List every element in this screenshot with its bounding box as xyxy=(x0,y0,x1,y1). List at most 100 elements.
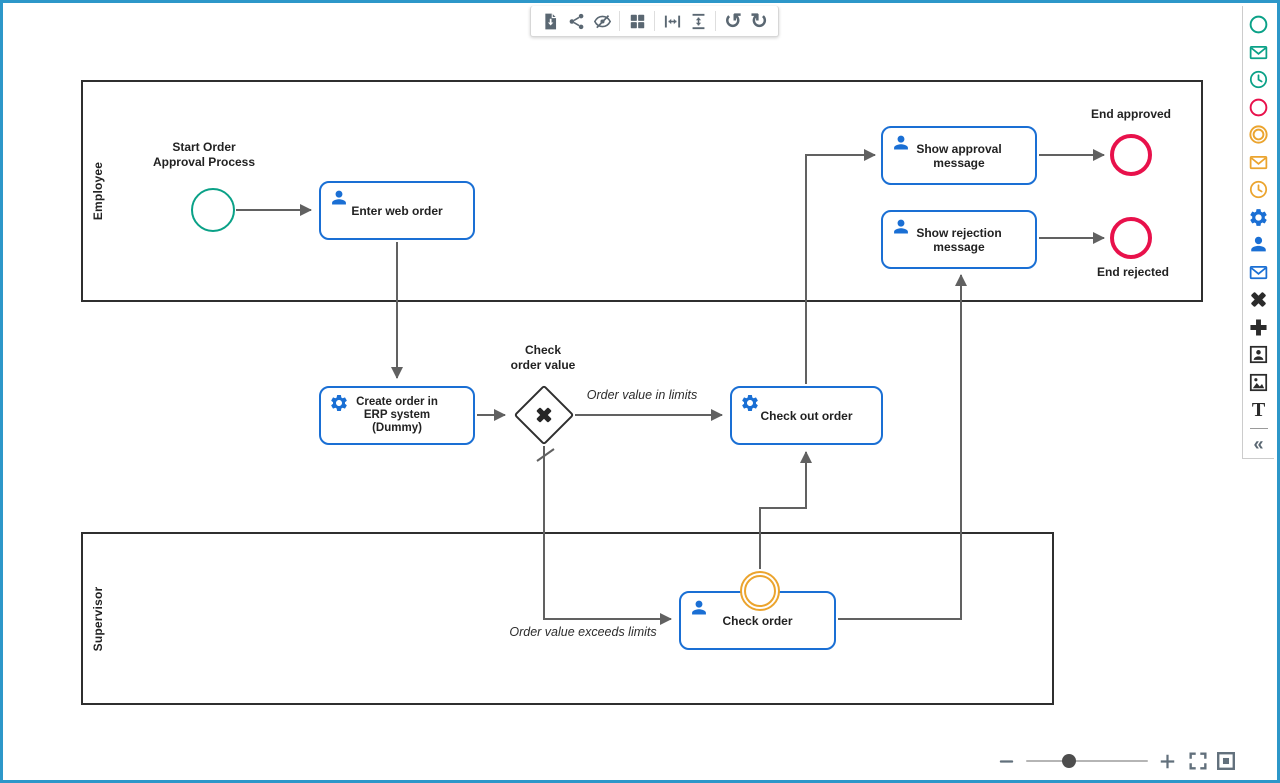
x-icon xyxy=(1248,289,1269,310)
envelope-icon xyxy=(1248,42,1269,63)
fit-height-icon xyxy=(689,12,708,31)
shape-palette: T « xyxy=(1242,6,1274,459)
lane-supervisor[interactable]: Supervisor xyxy=(81,532,1054,705)
lane-label: Employee xyxy=(91,161,105,221)
zoom-in-button[interactable] xyxy=(1158,752,1177,771)
hide-preview-button[interactable] xyxy=(589,8,615,34)
task-label: Check order xyxy=(722,613,793,628)
share-button[interactable] xyxy=(563,8,589,34)
plus-icon xyxy=(1248,317,1269,338)
palette-message-intermediate-event[interactable] xyxy=(1245,149,1273,177)
service-task-gear-icon xyxy=(329,393,349,418)
flow-boundary-to-check-out-order[interactable] xyxy=(759,451,812,569)
eye-off-icon xyxy=(593,12,612,31)
envelope-icon xyxy=(1248,152,1269,173)
palette-text-annotation[interactable]: T xyxy=(1245,396,1273,424)
portrait-icon xyxy=(1248,344,1269,365)
fit-width-icon xyxy=(663,12,682,31)
clock-icon xyxy=(1248,69,1269,90)
share-icon xyxy=(567,12,586,31)
palette-start-event[interactable] xyxy=(1245,11,1273,39)
boundary-event-inner-ring xyxy=(744,575,776,607)
palette-message-start-event[interactable] xyxy=(1245,39,1273,67)
zoom-controls xyxy=(997,750,1237,772)
circle-icon xyxy=(1248,14,1269,35)
toolbar-separator xyxy=(619,11,620,31)
start-event[interactable] xyxy=(191,188,235,232)
user-task-icon xyxy=(891,133,911,158)
end-approved-label[interactable]: End approved xyxy=(1090,107,1171,121)
task-show-approval-message[interactable]: Show approval message xyxy=(881,126,1037,185)
flow-gateway-to-check-order[interactable] xyxy=(543,446,672,625)
palette-divider xyxy=(1249,427,1268,429)
toolbar-separator xyxy=(654,11,655,31)
file-download-icon xyxy=(541,12,560,31)
text-icon: T xyxy=(1251,398,1266,421)
palette-timer-intermediate-event[interactable] xyxy=(1245,176,1273,204)
toolbar-separator xyxy=(715,11,716,31)
palette-parallel-gateway[interactable] xyxy=(1245,314,1273,342)
palette-intermediate-event[interactable] xyxy=(1245,121,1273,149)
task-label: Show approval message xyxy=(916,141,1002,170)
clock-icon xyxy=(1248,179,1269,200)
service-task-gear-icon xyxy=(740,393,760,418)
undo-button[interactable]: ↺ xyxy=(720,8,746,34)
zoom-slider-knob[interactable] xyxy=(1062,754,1076,768)
boundary-event-check-order[interactable] xyxy=(740,571,780,611)
flow-label-exceeds-limits[interactable]: Order value exceeds limits xyxy=(509,625,657,639)
person-icon xyxy=(1248,234,1269,255)
zoom-slider-track[interactable] xyxy=(1026,760,1148,762)
palette-send-task[interactable] xyxy=(1245,259,1273,287)
task-label: Check out order xyxy=(760,408,853,423)
layout-grid-button[interactable] xyxy=(624,8,650,34)
export-button[interactable] xyxy=(537,8,563,34)
image-icon xyxy=(1248,372,1269,393)
flow-check-order-to-show-rejection[interactable] xyxy=(838,274,967,620)
task-show-rejection-message[interactable]: Show rejection message xyxy=(881,210,1037,269)
palette-user-task[interactable] xyxy=(1245,231,1273,259)
envelope-icon xyxy=(1248,262,1269,283)
fit-to-screen-icon xyxy=(1215,750,1237,772)
palette-actor[interactable] xyxy=(1245,341,1273,369)
task-enter-web-order[interactable]: Enter web order xyxy=(319,181,475,240)
minus-icon xyxy=(997,752,1016,771)
end-event-approved[interactable] xyxy=(1110,134,1152,176)
collapse-icon: « xyxy=(1253,434,1264,455)
palette-collapse-button[interactable]: « xyxy=(1245,430,1273,458)
fit-width-button[interactable] xyxy=(659,8,685,34)
task-label: Create order in ERP system (Dummy) xyxy=(356,396,438,434)
task-create-order-erp[interactable]: Create order in ERP system (Dummy) xyxy=(319,386,475,445)
zoom-slider[interactable] xyxy=(1026,754,1148,768)
undo-icon: ↺ xyxy=(724,9,742,33)
palette-image[interactable] xyxy=(1245,369,1273,397)
fit-height-button[interactable] xyxy=(685,8,711,34)
palette-exclusive-gateway[interactable] xyxy=(1245,286,1273,314)
start-event-label[interactable]: Start Order Approval Process xyxy=(152,140,256,169)
palette-timer-start-event[interactable] xyxy=(1245,66,1273,94)
task-check-out-order[interactable]: Check out order xyxy=(730,386,883,445)
fullscreen-button[interactable] xyxy=(1187,750,1209,772)
palette-service-task[interactable] xyxy=(1245,204,1273,232)
end-rejected-label[interactable]: End rejected xyxy=(1096,265,1170,279)
grid-icon xyxy=(628,12,647,31)
lane-employee[interactable]: Employee xyxy=(81,80,1203,302)
default-flow-marker xyxy=(536,448,555,462)
user-task-icon xyxy=(329,188,349,213)
lane-label: Supervisor xyxy=(91,586,105,651)
redo-button[interactable]: ↻ xyxy=(746,8,772,34)
fullscreen-icon xyxy=(1187,750,1209,772)
user-task-icon xyxy=(689,598,709,623)
end-event-rejected[interactable] xyxy=(1110,217,1152,259)
palette-end-event[interactable] xyxy=(1245,94,1273,122)
circle-icon xyxy=(1248,97,1269,118)
gateway-label[interactable]: Check order value xyxy=(510,343,576,372)
flow-check-out-order-to-show-approval[interactable] xyxy=(805,149,876,384)
double-circle-icon xyxy=(1248,124,1269,145)
plus-icon xyxy=(1158,752,1177,771)
zoom-out-button[interactable] xyxy=(997,752,1016,771)
sequence-flows xyxy=(236,149,1105,625)
fit-to-screen-button[interactable] xyxy=(1215,750,1237,772)
task-label: Enter web order xyxy=(351,203,443,218)
flow-label-in-limits[interactable]: Order value in limits xyxy=(586,388,698,402)
